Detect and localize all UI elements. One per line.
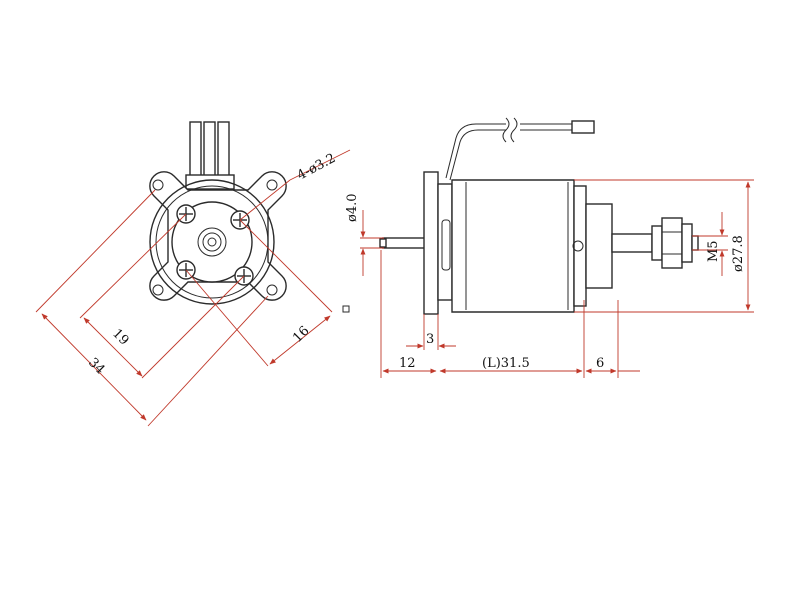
dim-rear-length-label: 6 bbox=[596, 356, 604, 371]
shaft-tip bbox=[379, 238, 387, 248]
motor-shaft bbox=[382, 237, 426, 249]
hole-spec-label: 4-ø3.2 bbox=[295, 151, 338, 184]
rear-prop-adapter bbox=[611, 217, 699, 269]
dim-body-diameter bbox=[574, 179, 754, 313]
dim-thread bbox=[692, 212, 728, 276]
dim-19-label: 19 bbox=[109, 326, 131, 348]
dim-body-diameter-label: ø27.8 bbox=[731, 235, 746, 272]
dim-lengths bbox=[380, 250, 640, 378]
motor-cable bbox=[445, 117, 595, 181]
dim-shaft-diameter-label: ø4.0 bbox=[345, 193, 360, 222]
hole-spec-dimension bbox=[239, 149, 351, 221]
dim-flange-thickness bbox=[406, 314, 456, 350]
front-view: 4-ø3.2 34 19 16 bbox=[35, 121, 351, 427]
dim-shaft-diameter bbox=[360, 210, 384, 276]
dim-16 bbox=[185, 219, 333, 367]
dim-flange-thickness-label: 3 bbox=[426, 332, 434, 347]
wire-leads bbox=[185, 121, 235, 190]
dim-19 bbox=[79, 213, 245, 379]
reference-marker bbox=[342, 305, 350, 313]
side-view: ø4.0 3 12 (L)31.5 6 M5 bbox=[345, 117, 754, 378]
dim-shaft-length-label: 12 bbox=[399, 356, 416, 371]
mount-flange bbox=[423, 171, 439, 315]
dim-16-label: 16 bbox=[290, 324, 312, 346]
dim-34-label: 34 bbox=[85, 355, 107, 377]
dim-body-length-label: (L)31.5 bbox=[482, 356, 530, 371]
motor-body-side bbox=[437, 179, 613, 313]
dim-thread-label: M5 bbox=[706, 240, 721, 262]
